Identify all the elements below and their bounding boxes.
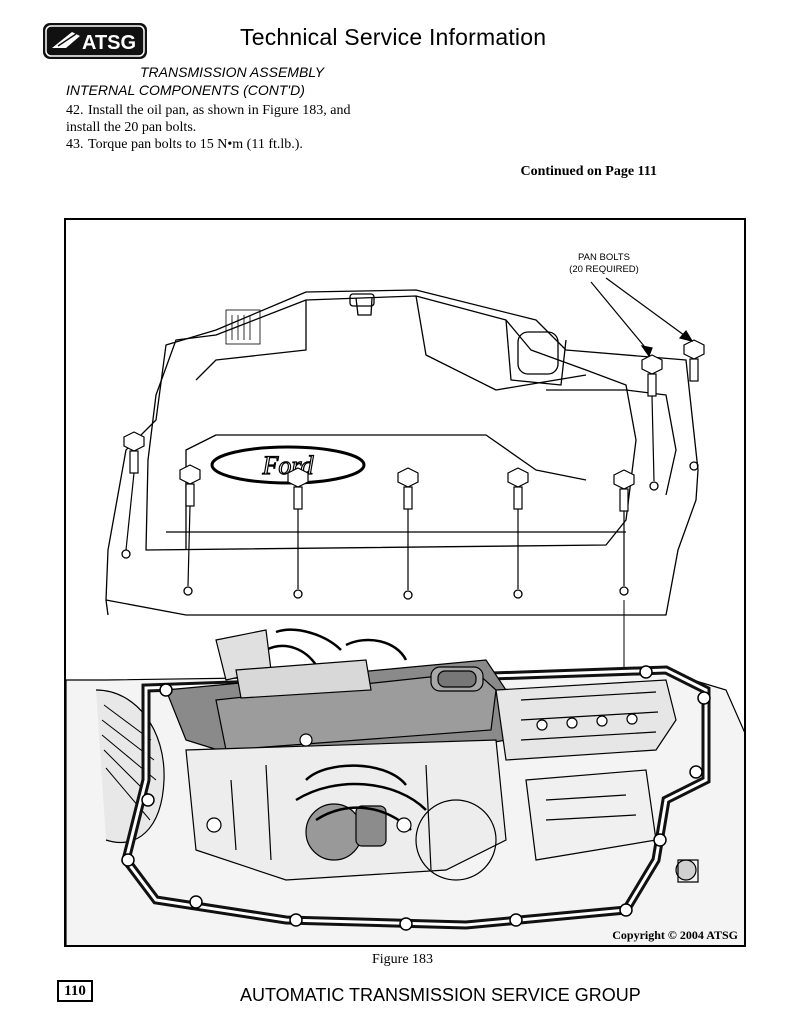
pan-bolts-callout: PAN BOLTS (20 REQUIRED) (544, 252, 664, 276)
pan-bolt (683, 339, 705, 382)
logo-text: ATSG (82, 32, 136, 54)
pan-bolt (179, 464, 201, 587)
pan-bolt (397, 467, 419, 590)
page-title: Technical Service Information (240, 24, 547, 50)
section-subtitle: INTERNAL COMPONENTS (CONT'D) (66, 82, 305, 98)
step-43: 43. Torque pan bolts to 15 N•m (11 ft.lb.… (66, 136, 350, 153)
figure-caption: Figure 183 (372, 952, 434, 967)
step-42: 42. Install the oil pan, as shown in Figu… (66, 102, 350, 119)
continued-note: Continued on Page 111 (520, 164, 657, 179)
step-text: Install the oil pan, as shown in Figure … (88, 103, 351, 118)
page-number: 110 (57, 980, 93, 1002)
callout-quantity: (20 REQUIRED) (569, 264, 639, 275)
pan-bolt (507, 467, 529, 589)
footer-text: AUTOMATIC TRANSMISSION SERVICE GROUP (240, 985, 641, 1005)
copyright-notice: Copyright © 2004 ATSG (612, 928, 738, 942)
oil-pan-illustration: Ford (66, 277, 744, 945)
pan-bolt (641, 354, 663, 482)
step-number: 42. (66, 103, 84, 118)
pan-bolts (123, 339, 705, 590)
step-number: 43. (66, 137, 84, 152)
step-text: Torque pan bolts to 15 N•m (11 ft.lb.). (88, 137, 303, 152)
callout-label: PAN BOLTS (578, 252, 630, 263)
section-title: TRANSMISSION ASSEMBLY (140, 64, 325, 80)
transmission-case-valve-body (66, 628, 744, 945)
figure-183: Ford (64, 218, 746, 947)
pan-bolt (287, 467, 309, 589)
instruction-steps: 42. Install the oil pan, as shown in Figu… (66, 102, 350, 153)
pan-bolt (123, 431, 145, 551)
atsg-logo: ATSG (42, 22, 148, 60)
pan-bolt (613, 469, 635, 586)
step-42-continuation: install the 20 pan bolts. (66, 120, 197, 135)
